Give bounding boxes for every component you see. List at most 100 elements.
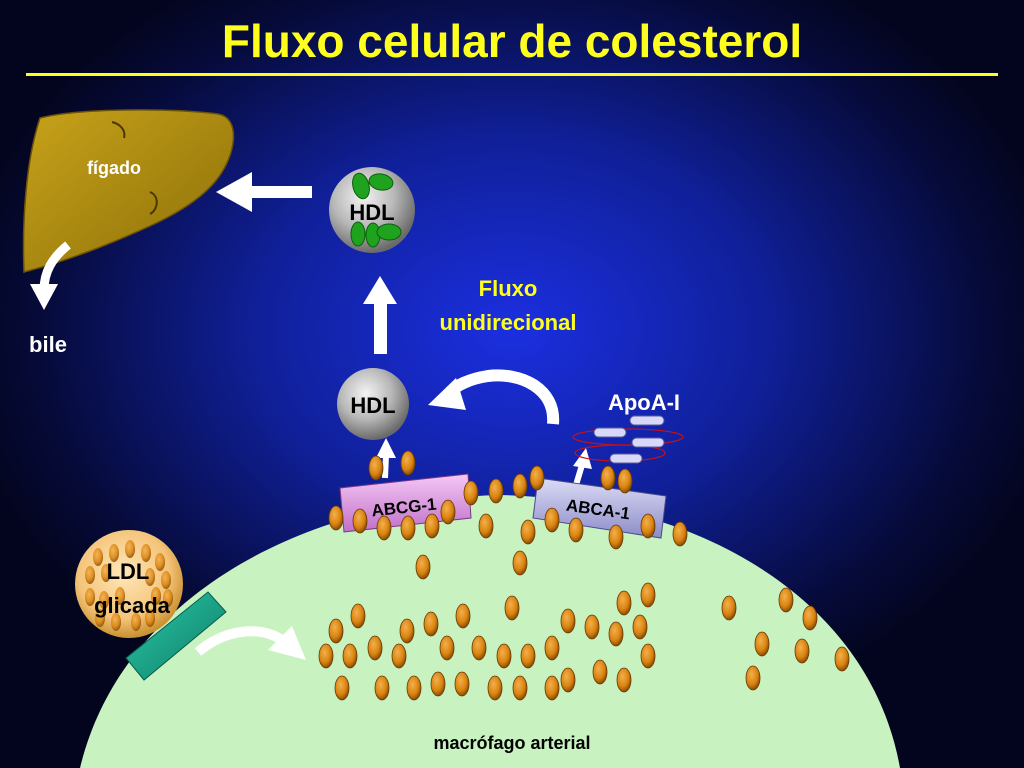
cholesterol-droplet-icon [487,675,503,701]
cholesterol-droplet-icon [478,513,494,539]
cholesterol-green-icon [350,221,366,247]
hdl-top-label: HDL [349,200,394,225]
cholesterol-droplet-icon [640,582,656,608]
cholesterol-droplet-icon [440,499,456,525]
cholesterol-droplet-icon [161,571,171,589]
curved-arrow-icon [428,369,560,425]
cholesterol-droplet-icon [318,643,334,669]
cholesterol-droplet-icon [424,513,440,539]
cholesterol-droplet-icon [471,635,487,661]
cholesterol-droplets [318,450,850,701]
cholesterol-droplet-icon [328,505,344,531]
hdl-particle-middle: HDL [337,368,409,440]
cholesterol-droplet-icon [399,618,415,644]
cholesterol-droplet-icon [115,587,125,605]
cholesterol-droplet-icon [439,635,455,661]
cholesterol-droplet-icon [145,609,155,627]
cholesterol-droplet-icon [584,614,600,640]
cholesterol-droplet-icon [794,638,810,664]
cholesterol-droplet-icon [328,618,344,644]
cholesterol-droplet-icon [600,465,616,491]
cholesterol-droplet-icon [617,468,633,494]
bile-label: bile [29,332,67,357]
cholesterol-droplet-icon [455,603,471,629]
cholesterol-droplet-icon [512,550,528,576]
flow-label-line2: unidirecional [440,310,577,335]
hdl-particle-top: HDL [329,167,415,253]
cholesterol-droplet-icon [754,631,770,657]
curved-arrow-icon [194,626,306,660]
liver-crease [149,191,158,215]
cholesterol-droplet-icon [400,515,416,541]
liver-label: fígado [87,158,141,178]
cholesterol-droplet-icon [99,591,109,609]
cholesterol-droplet-icon [406,675,422,701]
apoa1-label: ApoA-I [608,390,680,415]
cholesterol-droplet-icon [85,588,95,606]
cholesterol-droplet-icon [430,671,446,697]
macrophage-label: macrófago arterial [433,733,590,753]
cholesterol-droplet-icon [544,675,560,701]
cholesterol-droplet-icon [834,646,850,672]
cholesterol-droplet-icon [95,609,105,627]
cholesterol-droplet-icon [125,540,135,558]
cholesterol-droplet-icon [632,614,648,640]
cholesterol-droplet-icon [544,635,560,661]
cholesterol-droplet-icon [151,587,161,605]
arrow-up-icon [363,276,397,354]
ldl-label-line2: glicada [94,593,171,618]
title-underline [26,73,998,76]
cholesterol-droplet-icon [131,613,141,631]
cholesterol-droplet-icon [463,480,479,506]
curved-arrow-icon [30,241,71,310]
cholesterol-droplet-icon [415,554,431,580]
cholesterol-droplet-icon [93,548,103,566]
cholesterol-droplet-icon [672,521,688,547]
cholesterol-droplet-icon [616,590,632,616]
cholesterol-droplet-icon [608,621,624,647]
cholesterol-droplet-icon [778,587,794,613]
cholesterol-droplet-icon [745,665,761,691]
arrow-up-icon [573,448,592,486]
cholesterol-droplet-icon [544,507,560,533]
cholesterol-droplet-icon [163,589,173,607]
ldl-receptor [125,591,227,681]
cholesterol-droplet-icon [85,566,95,584]
cholesterol-droplet-icon [512,473,528,499]
ldl-glicada-particle: LDL glicada [75,530,183,638]
cholesterol-droplet-icon [111,613,121,631]
cholesterol-droplet-icon [568,517,584,543]
arrow-left-icon [216,172,312,212]
cholesterol-droplet-icon [367,635,383,661]
cholesterol-droplet-icon [520,519,536,545]
cholesterol-droplet-icon [529,465,545,491]
cholesterol-droplet-icon [101,564,111,582]
cholesterol-droplet-icon [640,513,656,539]
cholesterol-droplet-icon [616,667,632,693]
cholesterol-droplet-icon [640,643,656,669]
macrophage-body [80,495,900,768]
cholesterol-droplet-icon [496,643,512,669]
hdl-middle-label: HDL [350,393,395,418]
cholesterol-droplet-icon [721,595,737,621]
liver-shape [22,109,235,273]
cholesterol-droplet-icon [374,675,390,701]
ldl-label-line1: LDL [107,559,150,584]
flow-label-line1: Fluxo [479,276,538,301]
cholesterol-droplet-icon [141,544,151,562]
cholesterol-droplet-icon [560,608,576,634]
ldl-droplets [85,540,173,631]
cholesterol-droplet-icon [334,675,350,701]
cholesterol-droplet-icon [512,675,528,701]
cholesterol-droplet-icon [352,508,368,534]
liver-crease [111,121,126,139]
cholesterol-droplet-icon [376,515,392,541]
cholesterol-droplet-icon [400,450,416,476]
arrow-up-icon [376,438,396,479]
cholesterol-green-icon [376,223,402,241]
cholesterol-droplet-icon [368,455,384,481]
cholesterol-droplet-icon [350,603,366,629]
cholesterol-droplet-icon [488,478,504,504]
cholesterol-droplet-icon [520,643,536,669]
